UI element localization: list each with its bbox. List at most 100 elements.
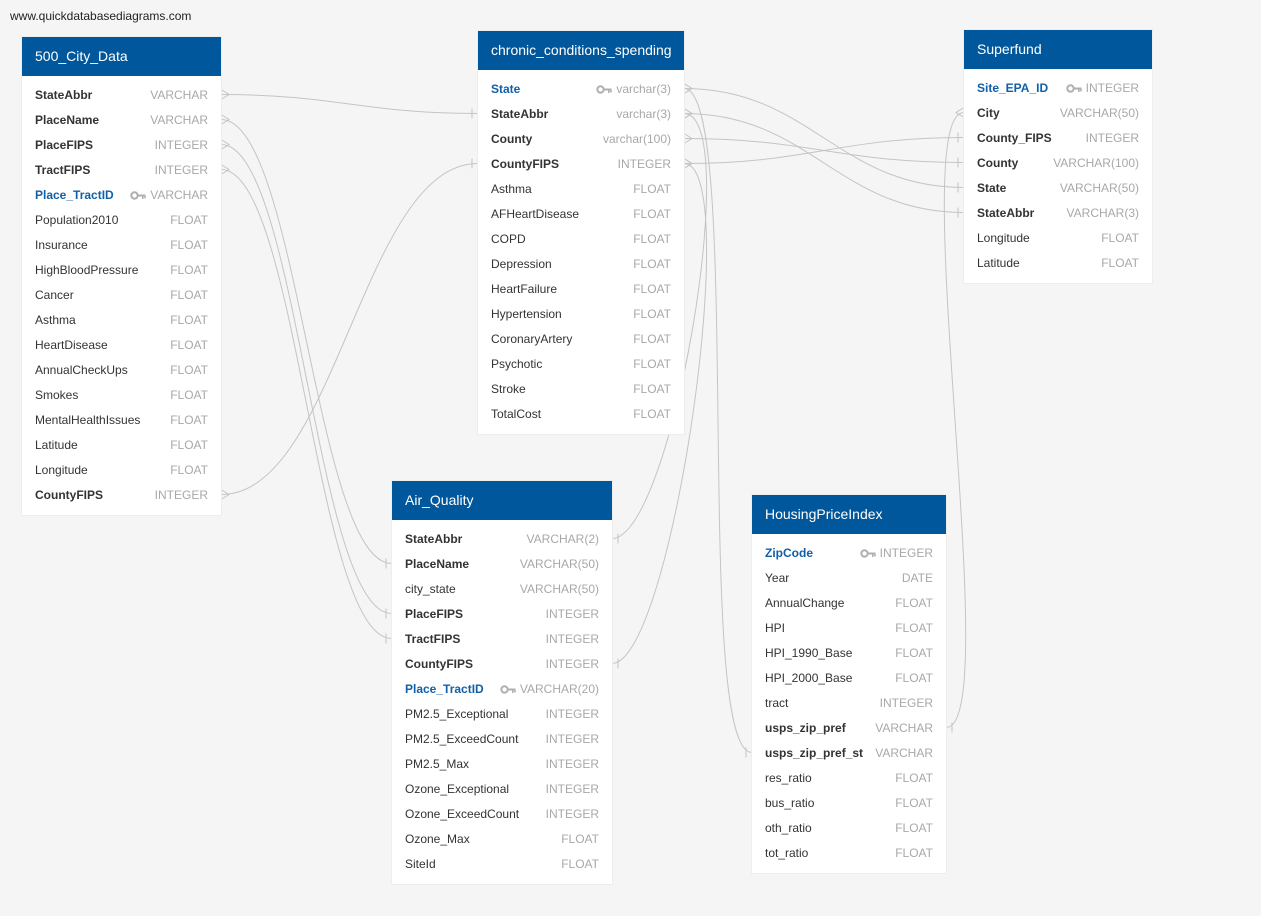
relationship-line[interactable] [683,88,753,753]
relationship-line[interactable] [220,169,393,639]
relationship-line[interactable] [220,144,393,614]
relationship-line[interactable] [611,113,707,539]
relationship-line[interactable] [220,94,479,114]
relationship-line[interactable] [220,163,479,495]
field-type-label: INTEGER [879,546,933,560]
relationship-line[interactable] [683,137,965,164]
table-title[interactable]: Superfund [964,30,1152,69]
table-title[interactable]: chronic_conditions_spending [478,31,684,70]
field-type-label: FLOAT [170,463,208,477]
crowfoot-marker [683,83,693,94]
relationship-line[interactable] [683,88,965,188]
field-type-label: INTEGER [545,632,599,646]
relationship-line[interactable] [943,112,967,728]
field-type: INTEGER [1086,131,1139,145]
field-type: VARCHAR(3) [1067,206,1139,220]
relationship-line[interactable] [220,119,393,564]
relationship-line[interactable] [611,163,708,664]
table-title[interactable]: HousingPriceIndex [752,495,946,534]
key-icon [500,685,516,694]
site-url[interactable]: www.quickdatabasediagrams.com [10,9,192,23]
field-type: FLOAT [633,332,671,346]
table-title[interactable]: 500_City_Data [22,37,221,76]
relationship-line[interactable] [683,113,965,213]
field-type: FLOAT [895,821,933,835]
field-name: AnnualCheckUps [35,363,128,377]
table-title[interactable]: Air_Quality [392,481,612,520]
field-type-label: INTEGER [617,157,671,171]
